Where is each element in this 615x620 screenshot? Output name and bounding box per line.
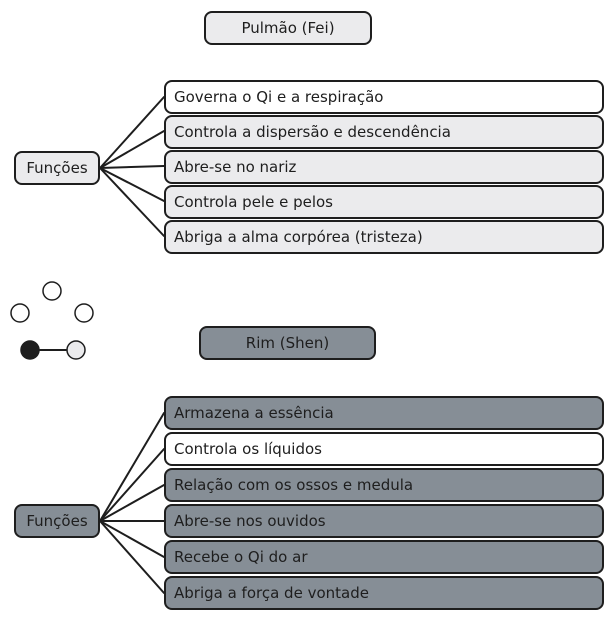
lung-hub: Funções (14, 151, 100, 185)
kidney-connector-3 (99, 484, 165, 522)
node-graph-icon (10, 281, 94, 360)
kidney-title: Rim (Shen) (199, 326, 376, 360)
kidney-connector-5 (99, 520, 165, 558)
lung-title: Pulmão (Fei) (204, 11, 372, 45)
lung-connector-4 (99, 167, 165, 202)
lung-connector-1 (99, 96, 165, 169)
kidney-connector-6 (99, 520, 165, 594)
lung-connector-3 (99, 165, 165, 169)
lung-connector-5 (99, 167, 165, 237)
lung-connector-2 (99, 130, 165, 169)
kidney-item-4: Abre-se nos ouvidos (164, 504, 604, 538)
kidney-item-3: Relação com os ossos e medula (164, 468, 604, 502)
kidney-connector-1 (99, 412, 165, 522)
kidney-item-1: Armazena a essência (164, 396, 604, 430)
lung-item-1: Governa o Qi e a respiração (164, 80, 604, 114)
lung-item-5: Abriga a alma corpórea (tristeza) (164, 220, 604, 254)
lung-item-3: Abre-se no nariz (164, 150, 604, 184)
lung-item-2: Controla a dispersão e descendência (164, 115, 604, 149)
kidney-item-6: Abriga a força de vontade (164, 576, 604, 610)
kidney-hub: Funções (14, 504, 100, 538)
kidney-item-5: Recebe o Qi do ar (164, 540, 604, 574)
kidney-item-2: Controla os líquidos (164, 432, 604, 466)
lung-item-4: Controla pele e pelos (164, 185, 604, 219)
kidney-connector-2 (99, 448, 165, 522)
